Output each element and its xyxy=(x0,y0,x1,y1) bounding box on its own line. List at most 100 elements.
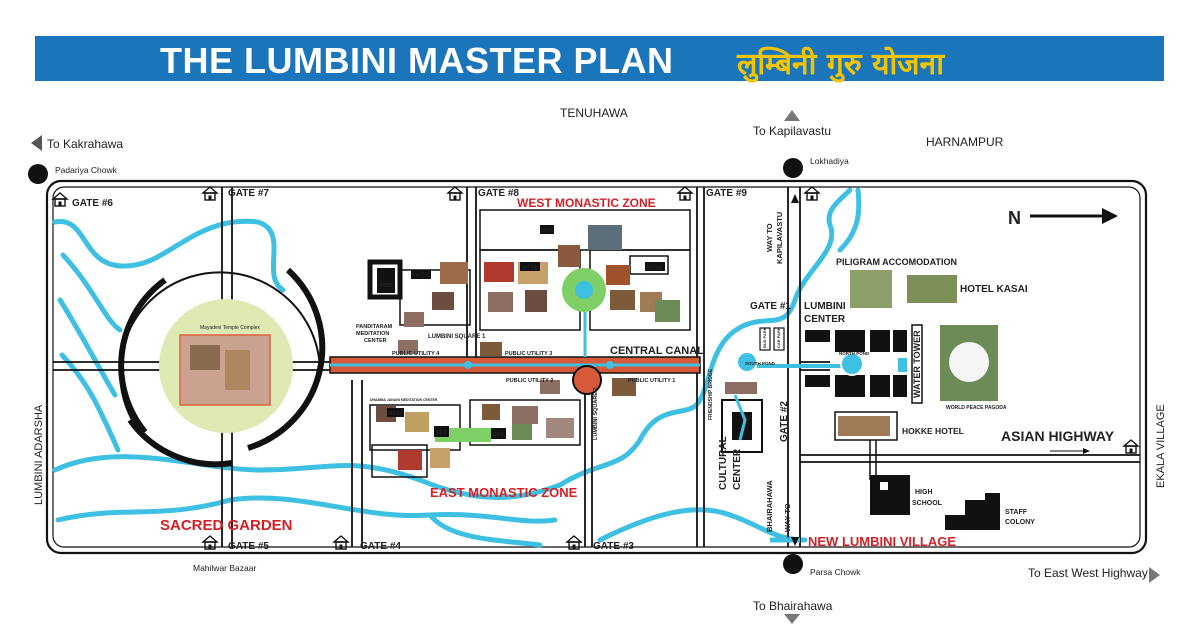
high-school-label-1: HIGH xyxy=(915,489,933,496)
plot-wc14-block xyxy=(411,270,431,279)
gate-9-label: GATE #9 xyxy=(706,188,747,199)
map-title-nepali: लुम्बिनी गुरु योजना xyxy=(737,47,944,82)
lumbini-square-2-label: LUMBINI SQUARE 2 xyxy=(593,387,599,440)
parsa-chowk-dot xyxy=(783,554,803,574)
pagoda-dome xyxy=(949,342,989,382)
way-to-bhairahawa-label-2: BHAIRAHAWA xyxy=(765,480,774,532)
panditaram-label-2: MEDITATION xyxy=(356,331,389,337)
to-bhairahawa-label[interactable]: To Bhairahawa xyxy=(753,599,833,613)
harnampur-label: HARNAMPUR xyxy=(926,135,1004,149)
plot-ec5-block xyxy=(434,426,449,437)
staff-colony-block xyxy=(945,493,1000,530)
asian-highway-arrow-icon xyxy=(1083,448,1090,454)
stream-north-east xyxy=(792,187,853,303)
lumbini-adarsha-label: LUMBINI ADARSHA xyxy=(33,404,45,505)
central-canal-label: CENTRAL CANAL xyxy=(610,345,704,357)
stream-north-west xyxy=(52,218,286,293)
gate-5-label: GATE #5 xyxy=(228,541,269,552)
stream-west-2 xyxy=(57,297,118,398)
plot-wc11-block xyxy=(520,262,540,271)
map-title-english: THE LUMBINI MASTER PLAN xyxy=(160,40,674,81)
water-tower-label: WATER TOWER xyxy=(912,330,922,398)
cultural-center-photo xyxy=(725,382,757,394)
padariya-chowk-label: Padariya Chowk xyxy=(55,165,118,175)
mayadevi-temple-label: Mayadevi Temple Complex xyxy=(200,325,260,331)
to-kapilavastu-label[interactable]: To Kapilavastu xyxy=(753,124,831,138)
mahilwar-bazaar-label: Mahilwar Bazaar xyxy=(193,563,256,573)
lokhadiya-dot xyxy=(783,158,803,178)
lumbini-square-1-label: LUMBINI SQUARE 1 xyxy=(428,334,486,340)
arrow-down-icon[interactable] xyxy=(784,614,800,624)
site-boundary-outer xyxy=(45,179,1148,555)
dhamma-janani-label: DHAMMA JANANI MEDITATION CENTER xyxy=(370,398,438,402)
hotel-kasai-photo xyxy=(907,275,957,303)
bus-park-label: BUS PARK xyxy=(762,327,767,348)
way-to-kapilavastu-label-2: KAPILAVASTU xyxy=(775,212,784,264)
lumbini-center-blocks xyxy=(805,330,907,397)
canal-node-1 xyxy=(464,361,472,369)
way-to-kapilavastu-label-1: WAY TO xyxy=(765,223,774,252)
hokke-hotel-photo xyxy=(838,416,890,436)
plot-ec10-block xyxy=(387,408,404,417)
west-zone-pond xyxy=(575,281,593,299)
temple-block-2 xyxy=(225,350,250,390)
temple-block-1 xyxy=(190,345,220,370)
stream-west-1 xyxy=(60,252,123,333)
canal-node-2 xyxy=(606,361,614,369)
water-tower-road xyxy=(911,324,923,404)
staff-colony-label-2: COLONY xyxy=(1005,519,1035,526)
plot-code-ec4: EC4 xyxy=(493,432,505,438)
to-kakrahawa-label[interactable]: To Kakrahawa xyxy=(47,137,123,151)
world-peace-pagoda-label: WORLD PEACE PAGODA xyxy=(946,405,1007,411)
north-arrow-icon xyxy=(1102,208,1118,224)
pilgrim-accommodation-label: PILIGRAM ACCOMODATION xyxy=(836,257,957,267)
cultural-center-label-1: CULTURAL xyxy=(718,436,729,490)
new-lumbini-village-label: NEW LUMBINI VILLAGE xyxy=(808,534,956,549)
staff-colony-label-1: STAFF xyxy=(1005,509,1028,516)
plot-wc12-block xyxy=(645,262,665,271)
gate-8-label: GATE #8 xyxy=(478,188,519,199)
gate-3-label: GATE #3 xyxy=(593,541,634,552)
asian-highway-label: ASIAN HIGHWAY xyxy=(1001,428,1115,444)
lumbini-center-label-2: CENTER xyxy=(804,314,846,325)
plot-code-ec10: EC10 xyxy=(389,411,403,417)
tenuhawa-label: TENUHAWA xyxy=(560,106,628,120)
plot-code-wc12: WC12 xyxy=(647,265,662,271)
cultural-center-label-2: CENTER xyxy=(732,448,743,490)
rivers xyxy=(52,187,862,548)
cultural-center-water xyxy=(733,394,747,441)
lumbini-center-label-1: LUMBINI xyxy=(804,301,846,312)
bus-park-plot xyxy=(759,327,771,351)
plot-wbs-block xyxy=(377,268,395,293)
site-boundary-inner xyxy=(52,186,1141,548)
public-utility-1-label: PUBLIC UTILITY 1 xyxy=(628,378,675,384)
lumbini-square-2-plaza xyxy=(572,365,602,395)
friendship-bridge-label: FRIENDSHIP BRIDGE xyxy=(708,368,714,420)
arrow-left-icon[interactable] xyxy=(31,135,42,151)
east-monastic-zone-label: EAST MONASTIC ZONE xyxy=(430,485,578,500)
high-school-court xyxy=(880,482,888,490)
stream-south-west xyxy=(52,454,563,500)
gate-6-label: GATE #6 xyxy=(72,198,113,209)
padariya-chowk-dot xyxy=(28,164,48,184)
west-zone-building-photos xyxy=(404,225,680,327)
car-park-label: CAR PARK xyxy=(776,327,781,348)
gate-labels: GATE #1 GATE #2 GATE #3 GATE #4 GATE #5 … xyxy=(72,188,791,552)
water-tower-pond xyxy=(898,358,907,372)
panditaram-label-1: PANDITARAM xyxy=(356,324,393,330)
stream-west-3 xyxy=(59,352,121,453)
ekala-village-label: EKALA VILLAGE xyxy=(1155,404,1167,488)
road-arrow-up-icon xyxy=(791,194,799,203)
arrow-up-icon[interactable] xyxy=(784,110,800,121)
arrow-right-icon[interactable] xyxy=(1149,567,1160,583)
plot-wc8-block xyxy=(540,225,554,234)
panditaram-label-3: CENTER xyxy=(364,338,387,344)
to-east-west-highway-label[interactable]: To East West Highway xyxy=(1028,566,1148,580)
east-zone-building-photos xyxy=(376,340,636,470)
stream-south-branch xyxy=(427,512,543,548)
stream-south xyxy=(55,495,558,524)
north-pond xyxy=(840,352,864,376)
gate-1-label: GATE #1 xyxy=(750,301,791,312)
plot-code-wc14: WC14 xyxy=(413,273,429,279)
